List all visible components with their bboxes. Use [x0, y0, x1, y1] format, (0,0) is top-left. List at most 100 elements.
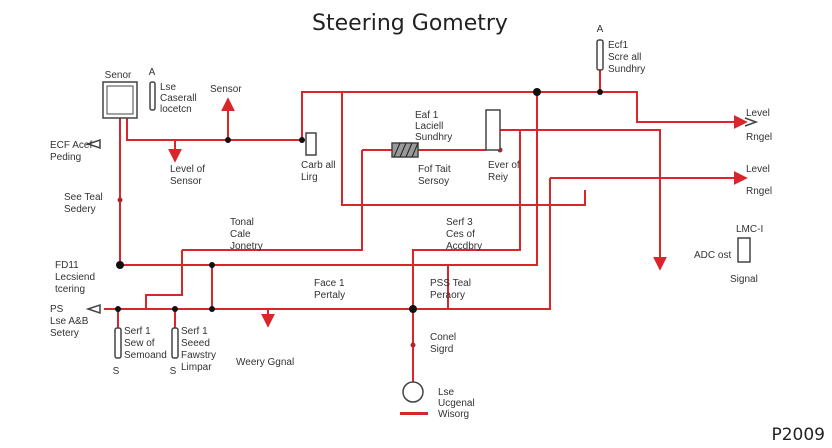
wire-middle-drop: [120, 92, 538, 266]
sensor-callout-3: locetcn: [160, 104, 192, 115]
node-212: [209, 262, 215, 268]
conel-2: Sigrd: [430, 344, 453, 355]
wire-tonal-top: [182, 150, 363, 251]
middle-top-callout-3: Sundhry: [415, 132, 452, 143]
hatched-lines: [393, 142, 419, 158]
sensor-probe: [149, 81, 156, 111]
right-probe: [596, 39, 604, 71]
node-sm-2: [410, 342, 416, 348]
node-top-1: [533, 88, 541, 96]
sensor-callout-1: Lse: [160, 82, 177, 93]
lse-bottom-1: Lse: [438, 387, 455, 398]
wire-top-bus: [301, 91, 748, 140]
right-top-callout-1: Ecf1: [608, 40, 628, 51]
a-top-left-label: A: [149, 67, 156, 78]
wire-ever: [500, 129, 667, 271]
cabrall-box: [305, 132, 317, 156]
serf1-1: Serf 1: [124, 326, 151, 337]
serf3-2: Ces of: [446, 229, 475, 240]
serf3-1: Serf 3: [446, 217, 473, 228]
node-212b: [209, 306, 215, 312]
components: [85, 39, 759, 415]
face1-1: Face 1: [314, 278, 345, 289]
node-175: [172, 306, 178, 312]
sensor-box: [102, 81, 138, 119]
left-probe-ps: [85, 303, 101, 315]
bottom-connector-bar: [400, 412, 428, 415]
tonal-1: Tonal: [230, 217, 254, 228]
wire-loop-left: [341, 92, 586, 206]
node-top-2: [597, 89, 603, 95]
ps-2: Lse A&B: [50, 316, 89, 327]
fof-tail-1: Fof Tait: [418, 164, 451, 175]
ever-box: [485, 109, 501, 151]
see-teal-2: Sedery: [64, 204, 96, 215]
ps-3: Setery: [50, 328, 79, 339]
serf1b-2: Seeed: [181, 338, 210, 349]
tonal-2: Cale: [230, 229, 251, 240]
see-teal-1: See Teal: [64, 192, 103, 203]
adc-box: [737, 237, 751, 263]
weery-label: Weery Ggnal: [236, 357, 294, 368]
s1-label: S: [113, 366, 120, 377]
middle-top-callout-2: Laciell: [415, 121, 443, 132]
right-top-callout-2: Scre all: [608, 52, 641, 63]
lse-bottom-2: Ucgenal: [438, 398, 475, 409]
conel-1: Conel: [430, 332, 456, 343]
serf1b-4: Limpar: [181, 362, 212, 373]
wire-tonal-left: [145, 250, 183, 309]
pss-2: Peraory: [430, 290, 465, 301]
ever-of-1: Ever of: [488, 160, 520, 171]
wires: [104, 70, 748, 382]
sensor-top-label: Senor: [105, 70, 132, 81]
right-arrow-1: [744, 117, 759, 127]
lse-bottom-3: Wisorg: [438, 409, 469, 420]
nodes: [115, 88, 603, 348]
right-top-callout-3: Sundhry: [608, 64, 645, 75]
diagram-code: P2009: [771, 425, 825, 445]
node-413: [409, 305, 417, 313]
rngel-2-label: Rngel: [746, 186, 772, 197]
node-sm-1: [117, 197, 123, 203]
sensor-box-inner: [106, 85, 134, 115]
diagram-title: Steering Gometry: [312, 11, 508, 36]
serf1b-3: Fawstry: [181, 350, 216, 361]
s2-label: S: [170, 366, 177, 377]
cabrall-2: Lirg: [301, 172, 318, 183]
wire-serf3: [412, 130, 521, 309]
pss-1: PSS Teal: [430, 278, 471, 289]
adc-label: ADC ost: [694, 250, 731, 261]
serf1b-1: Serf 1: [181, 326, 208, 337]
rngel-1-label: Rngel: [746, 132, 772, 143]
labels: Senor A Lse Caserall locetcn Sensor A Ec…: [50, 24, 772, 420]
left-probe-ecf: [85, 138, 101, 150]
serf1-3: Semoand: [124, 350, 167, 361]
bottom-connector: [402, 381, 424, 403]
wire-sensor-branch: [126, 118, 302, 141]
ever-of-2: Reiy: [488, 172, 508, 183]
lmc-label: LMC-I: [736, 224, 763, 235]
sensor-callout-2: Caserall: [160, 93, 197, 104]
a-top-right-label: A: [597, 24, 604, 35]
wire-bottom-bus: [104, 178, 551, 310]
bottom-probe-1: [114, 327, 122, 359]
sensor-arrow-label: Sensor: [210, 84, 242, 95]
bottom-probe-2: [171, 327, 179, 359]
tonal-3: Jonetry: [230, 241, 263, 252]
left-ecf-1: ECF Acef: [50, 140, 92, 151]
level-2-label: Level: [746, 164, 770, 175]
node-302: [299, 137, 305, 143]
cabrall-1: Carb all: [301, 160, 335, 171]
signal-label: Signal: [730, 274, 758, 285]
serf1-2: Sew of: [124, 338, 155, 349]
node-118: [115, 306, 121, 312]
fd11-3: tcering: [55, 284, 85, 295]
left-ecf-2: Peding: [50, 152, 81, 163]
level-of-sensor-2: Sensor: [170, 176, 202, 187]
middle-top-callout-1: Eaf 1: [415, 110, 439, 121]
ps-1: PS: [50, 304, 64, 315]
fd11-2: Lecsiend: [55, 272, 95, 283]
node-228: [225, 137, 231, 143]
node-sensor-trunk: [116, 261, 124, 269]
fof-tail-2: Sersoy: [418, 176, 449, 187]
